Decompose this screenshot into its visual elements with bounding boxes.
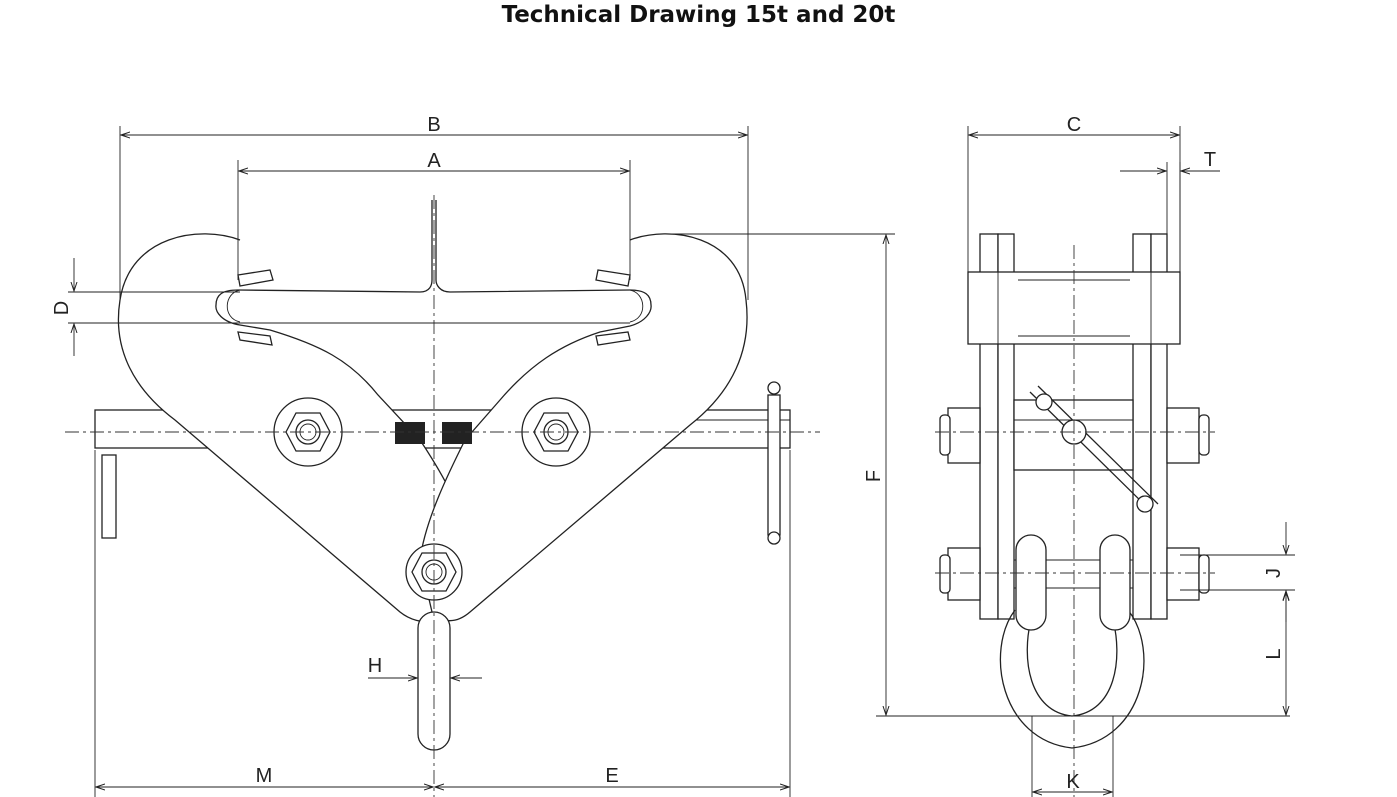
dim-label-d: D (51, 301, 73, 315)
dim-label-a: A (427, 150, 441, 172)
thread-left (395, 422, 425, 444)
dim-label-k: K (1066, 771, 1080, 793)
left-nut-low (947, 547, 981, 601)
front-view: B A D H M E F (51, 114, 1290, 797)
dim-label-l: L (1263, 648, 1285, 659)
right-bolt (521, 397, 591, 467)
shackle (999, 534, 1145, 749)
dim-label-m: M (256, 765, 273, 787)
dim-label-h: H (368, 655, 382, 677)
dim-label-c: C (1067, 114, 1081, 136)
page-title: Technical Drawing 15t and 20t (501, 2, 896, 28)
dim-label-t: T (1204, 149, 1216, 171)
left-nut-mid (947, 407, 981, 464)
right-nut-low (1166, 547, 1200, 601)
dim-label-e: E (605, 765, 618, 787)
dim-label-j: J (1263, 568, 1285, 578)
side-view: C T J L K (935, 114, 1295, 797)
dim-label-b: B (427, 114, 440, 136)
dim-label-f: F (863, 470, 885, 482)
thread-right (442, 422, 472, 444)
right-jaw (419, 200, 748, 622)
left-handle-pin (101, 454, 117, 539)
right-nut-mid (1166, 407, 1200, 464)
right-tommy-bar (767, 394, 781, 536)
